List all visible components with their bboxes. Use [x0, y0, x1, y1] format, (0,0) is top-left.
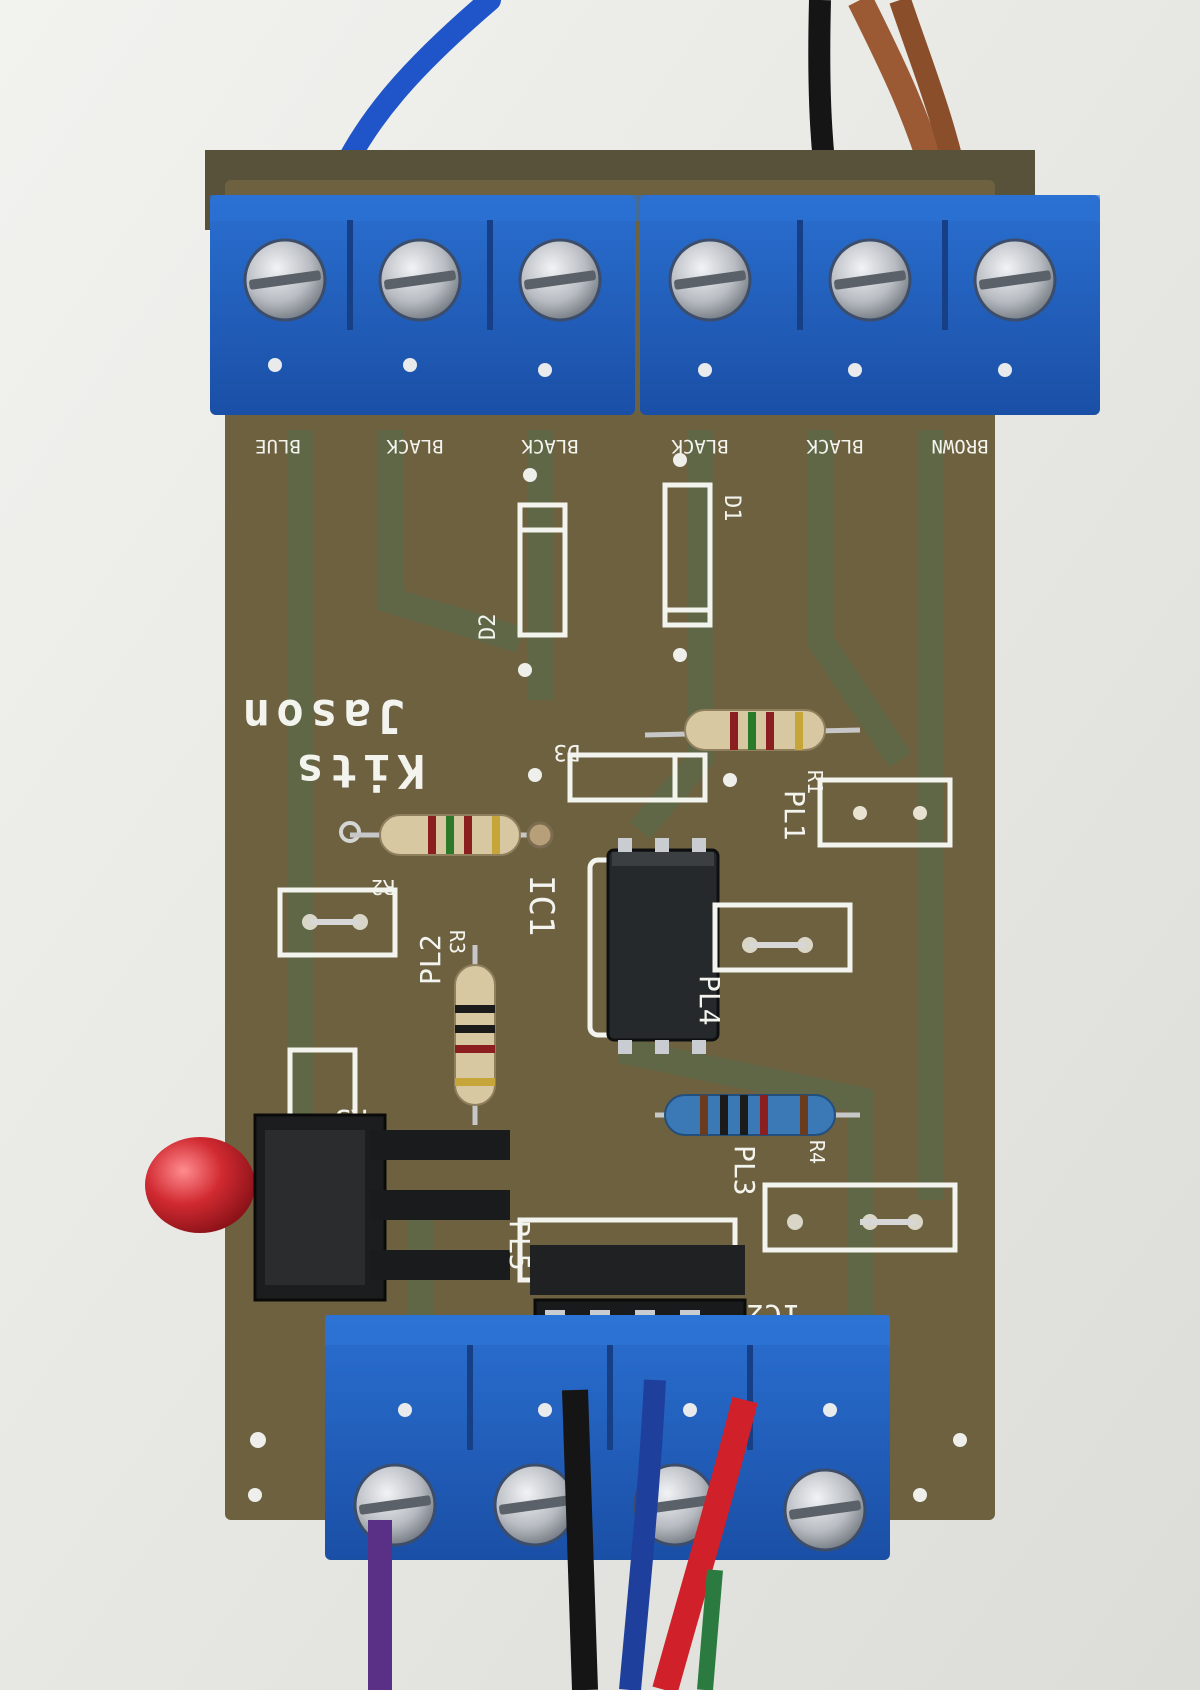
resistor-r3: R3 [445, 930, 496, 1125]
led-assembly: R5 [145, 1047, 510, 1302]
pl1-footprint: PL1 [778, 777, 953, 848]
terminal-label-2: BLACK [386, 435, 444, 457]
pl1-label: PL1 [778, 790, 811, 841]
ic1-chip: IC1 [521, 838, 720, 1054]
bottom-screw-4 [783, 1468, 867, 1552]
maker-line-1: Jason [237, 689, 405, 743]
screw-black-2 [518, 238, 602, 322]
screw-brown [973, 238, 1057, 322]
resistor-r2: R2 [339, 814, 554, 899]
pl4-footprint: PL4 [693, 902, 853, 1026]
pl2-footprint: PL2 [277, 887, 447, 985]
resistor-r1: R1 [644, 709, 861, 794]
pl4-label: PL4 [693, 975, 726, 1026]
blue-wire-bottom [619, 1379, 666, 1690]
d3-footprint: D3 [528, 739, 737, 803]
led-red [145, 1137, 255, 1233]
screw-black-3 [668, 238, 752, 322]
mounting-holes [248, 1432, 967, 1502]
d1-label: D1 [719, 495, 744, 522]
resistor-r4: R4 [655, 1094, 860, 1164]
maker-text: Jason Kits [237, 689, 425, 798]
screw-blue [243, 238, 327, 322]
pl3-label: PL3 [728, 1145, 761, 1196]
r3-label: R3 [445, 930, 469, 954]
terminal-label-5: BLACK [806, 435, 864, 457]
red-wire [652, 1396, 758, 1690]
screw-black-4 [828, 238, 912, 322]
ic1-label: IC1 [521, 875, 561, 936]
bottom-terminal-block [325, 1315, 890, 1560]
terminal-label-1: BLUE [255, 435, 301, 457]
diode-footprints: D2 D1 [476, 453, 744, 677]
terminal-label-4: BLACK [671, 435, 729, 457]
top-terminal-blocks [210, 195, 1100, 415]
screw-black-1 [378, 238, 462, 322]
pl2-label: PL2 [414, 934, 447, 985]
d2-label: D2 [476, 614, 501, 641]
pl3-footprint: PL3 [728, 1145, 958, 1253]
green-wire [697, 1569, 723, 1690]
maker-line-2: Kits [290, 744, 425, 798]
terminal-labels: BLUE BLACK BLACK BLACK BLACK BROWN [255, 435, 988, 457]
bottom-screw-2 [493, 1463, 577, 1547]
black-wire-bottom [562, 1389, 598, 1690]
r4-label: R4 [805, 1140, 829, 1164]
bottom-wires [368, 1379, 758, 1690]
bottom-screw-1 [353, 1463, 437, 1547]
d3-label: D3 [554, 739, 581, 764]
terminal-label-6: BROWN [931, 435, 988, 457]
r2-label: R2 [371, 875, 395, 899]
terminal-label-3: BLACK [521, 435, 579, 457]
